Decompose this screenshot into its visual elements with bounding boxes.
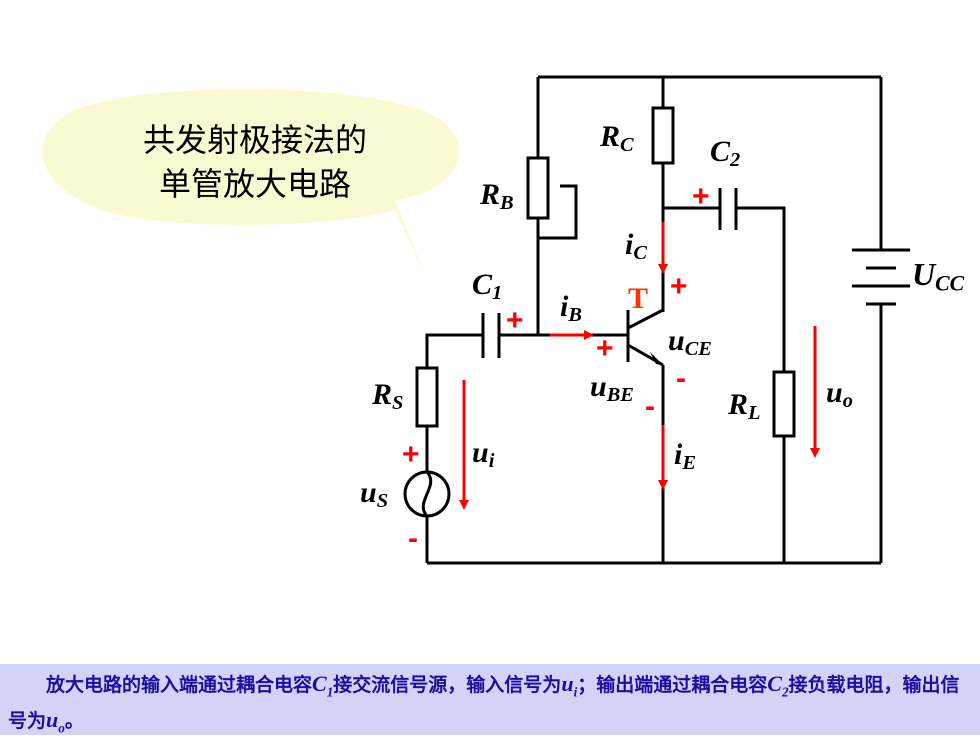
transistor-collector — [627, 308, 664, 330]
label-us: uS — [360, 476, 389, 513]
source-us-wave — [421, 470, 433, 518]
caption-uo: uo — [46, 707, 65, 736]
caption-ui: ui — [561, 671, 578, 700]
label-transistor: T — [628, 282, 649, 315]
wire-c2-right — [736, 206, 786, 372]
label-uce: uCE — [668, 324, 712, 361]
label-rb: RB — [480, 178, 514, 215]
label-ic: iC — [625, 228, 647, 265]
sign-c1-plus: + — [506, 304, 524, 337]
sign-us-plus: + — [402, 438, 420, 471]
speech-bubble — [42, 89, 459, 275]
label-c1: C1 — [472, 268, 503, 305]
label-ube: uBE — [590, 370, 634, 407]
bubble-line-1: 共发射极接法的 — [142, 121, 367, 159]
label-rl: RL — [728, 388, 761, 425]
wire-c1-left — [425, 333, 483, 368]
sign-ube-plus: + — [596, 332, 614, 365]
bubble-text: 共发射极接法的 单管放大电路 — [90, 118, 420, 206]
label-c2: C2 — [710, 135, 741, 172]
label-rs: RS — [372, 378, 404, 415]
caption-part-3: ；输出端通过耦合电容 — [577, 674, 768, 696]
caption-c2: C2 — [767, 671, 789, 700]
resistor-rl — [772, 370, 796, 438]
label-ucc: UCC — [912, 256, 965, 296]
caption-part-4: 接负载电阻，输出信号为 — [8, 674, 960, 733]
sign-uce-minus: - — [676, 362, 686, 395]
caption: 放大电路的输入端通过耦合电容C1接交流信号源，输入信号为ui；输出端通过耦合电容… — [0, 664, 980, 736]
label-ie: iE — [674, 438, 696, 475]
caption-part-2: 接交流信号源，输入信号为 — [333, 674, 562, 696]
bubble-line-2: 单管放大电路 — [158, 165, 351, 203]
sign-uce-plus: + — [670, 270, 688, 303]
resistor-rs — [415, 366, 439, 428]
sign-us-minus: - — [408, 522, 418, 555]
caption-part-5: 。 — [64, 710, 84, 733]
label-ui: ui — [472, 436, 495, 473]
caption-c1: C1 — [312, 671, 334, 700]
transistor-emitter-arrow — [650, 352, 663, 365]
caption-part-1: 放大电路的输入端通过耦合电容 — [46, 674, 313, 696]
label-ib: iB — [560, 290, 582, 327]
resistor-rb — [526, 156, 550, 220]
rb-wiper — [538, 184, 578, 240]
resistor-rc — [651, 106, 675, 165]
sign-ube-minus: - — [645, 390, 655, 423]
label-uo: uo — [826, 376, 853, 413]
sign-c2-plus: + — [692, 180, 710, 213]
label-rc: RC — [600, 120, 634, 157]
